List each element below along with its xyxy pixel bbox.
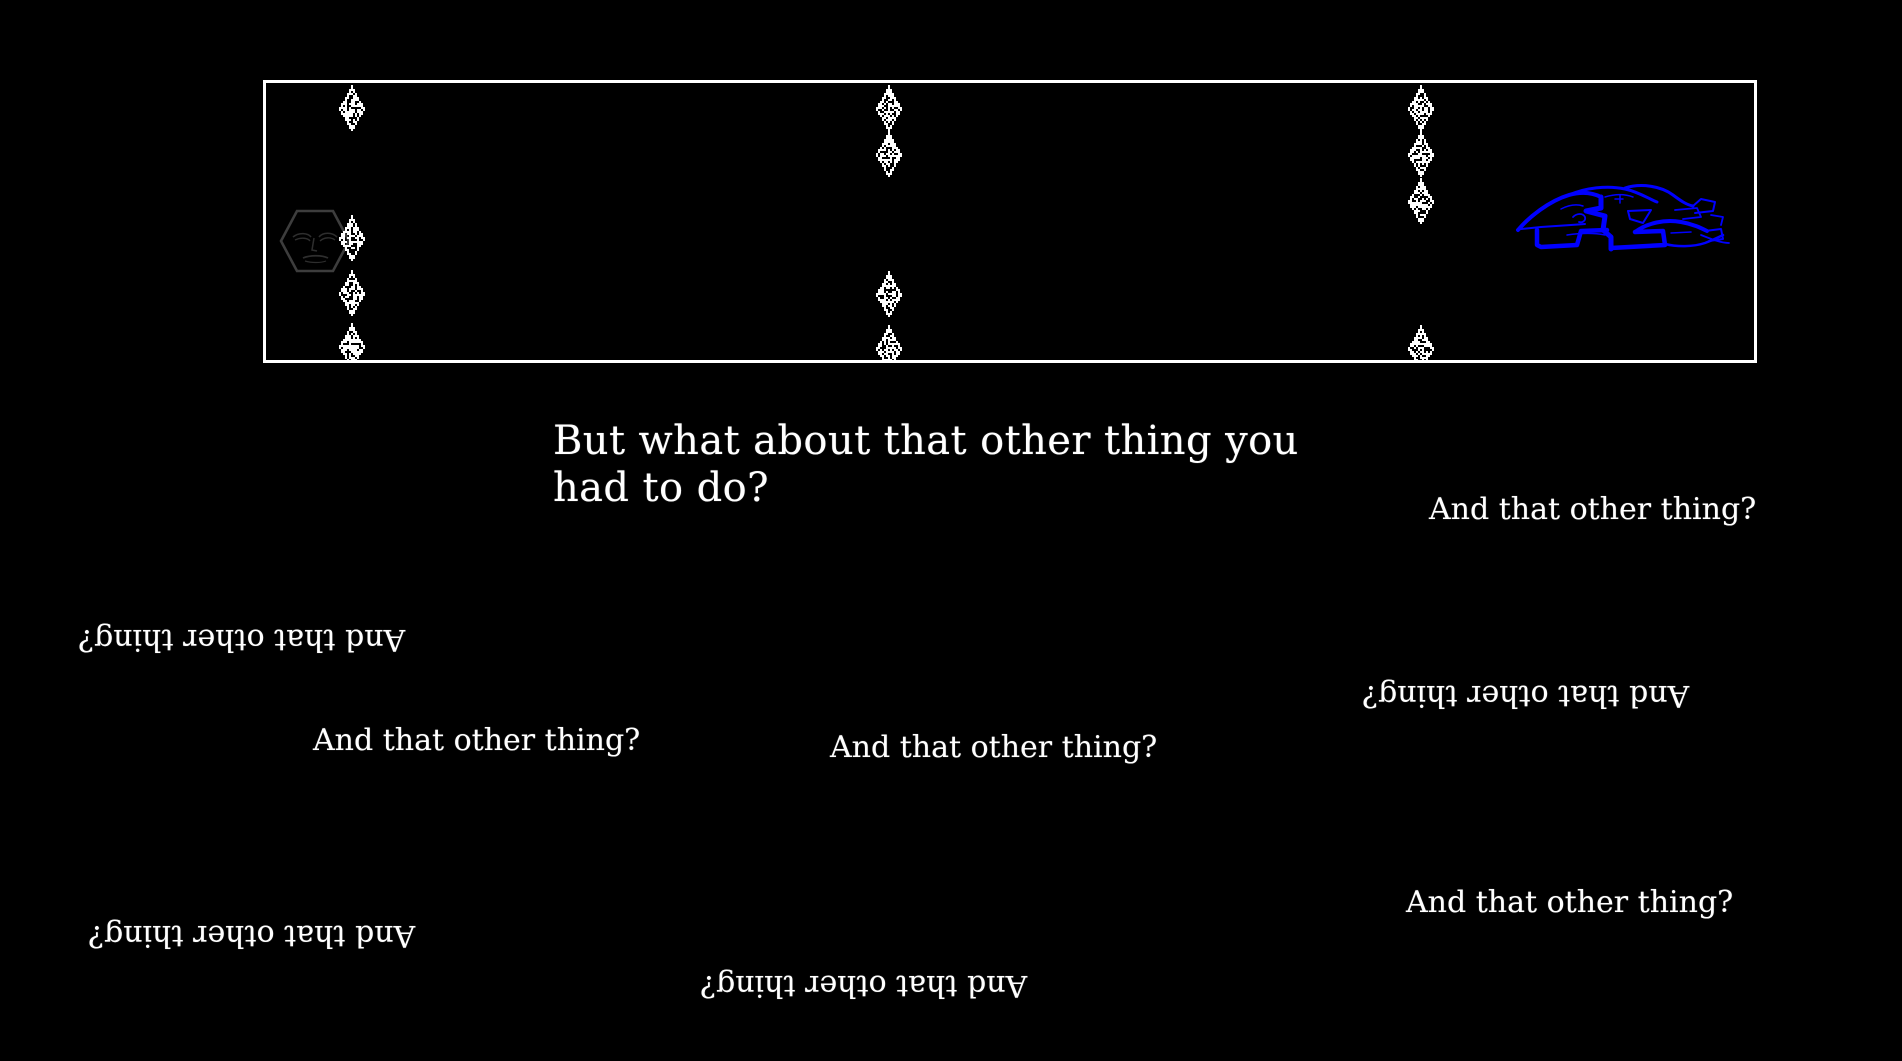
echo-question-text: And that other thing?: [88, 918, 416, 953]
crystal-sprite[interactable]: [876, 85, 902, 131]
crystal-sprite[interactable]: [339, 85, 365, 131]
crystal-icon: [876, 131, 902, 177]
echo-question-text: And that other thing?: [313, 723, 641, 758]
echo-question-text: And that other thing?: [700, 968, 1028, 1003]
crystal-icon: [876, 271, 902, 317]
blue-mountain-sketch: [1515, 175, 1737, 253]
crystal-icon: [1408, 325, 1434, 360]
hexagon-face-icon: [279, 209, 351, 273]
echo-question-text: And that other thing?: [1406, 885, 1734, 920]
crystal-sprite[interactable]: [1408, 85, 1434, 131]
crystal-sprite[interactable]: [876, 131, 902, 177]
crystal-icon: [876, 325, 902, 360]
crystal-sprite[interactable]: [339, 323, 365, 360]
crystal-sprite[interactable]: [339, 215, 365, 261]
blue-scribble-icon: [1516, 184, 1730, 252]
hexagon-face-character[interactable]: [279, 205, 351, 277]
crystal-icon: [1408, 131, 1434, 177]
crystal-sprite[interactable]: [1408, 178, 1434, 224]
crystal-icon: [339, 85, 365, 131]
crystal-icon: [339, 323, 365, 360]
crystal-icon: [1408, 178, 1434, 224]
crystal-icon: [876, 85, 902, 131]
crystal-sprite[interactable]: [339, 270, 365, 316]
echo-question-text: And that other thing?: [78, 622, 406, 657]
game-viewport: [263, 80, 1757, 363]
crystal-sprite[interactable]: [1408, 131, 1434, 177]
crystal-sprite[interactable]: [876, 271, 902, 317]
echo-question-text: And that other thing?: [1429, 492, 1757, 527]
crystal-sprite[interactable]: [1408, 325, 1434, 360]
crystal-icon: [1408, 85, 1434, 131]
crystal-icon: [339, 270, 365, 316]
main-question-text: But what about that other thing you had …: [553, 418, 1299, 512]
crystal-sprite[interactable]: [876, 325, 902, 360]
crystal-icon: [339, 215, 365, 261]
echo-question-text: And that other thing?: [1362, 678, 1690, 713]
echo-question-text: And that other thing?: [830, 730, 1158, 765]
